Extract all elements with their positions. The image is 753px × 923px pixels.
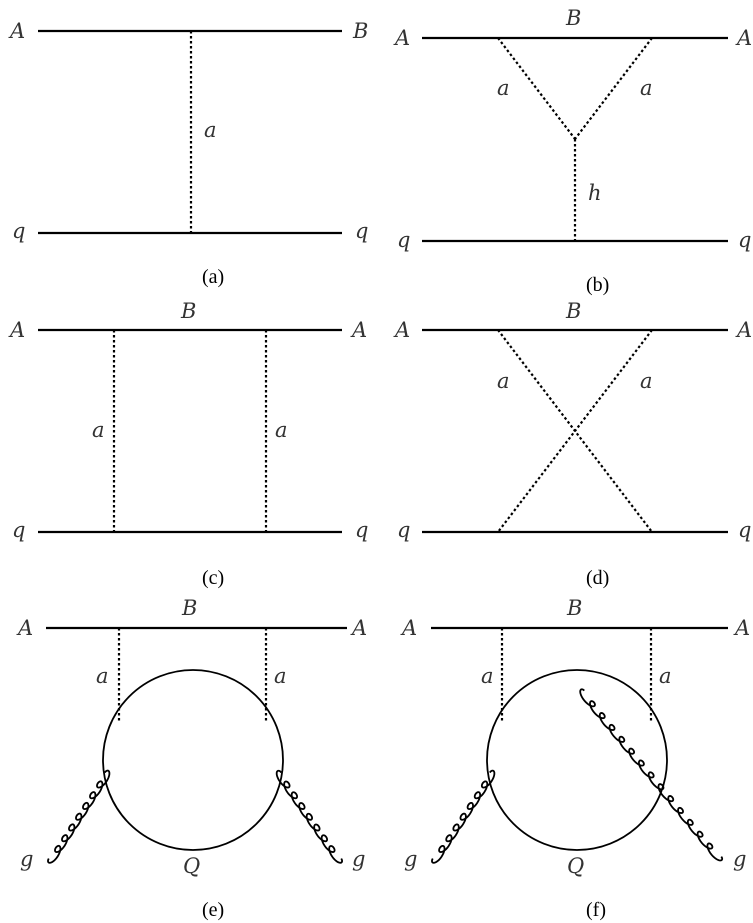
panel-e-gluon-left [47,769,111,864]
panel-f-label-gluon-right: g [733,847,746,871]
panel-c-label-top-left: A [8,318,25,342]
panel-a-label-bottom-left: q [12,219,25,243]
panel-a: A B a q q (a) [8,19,368,288]
panel-f-label-top-mid: B [566,596,582,620]
panel-e-gluon-right [275,769,343,864]
panel-e-quark-loop [102,669,284,851]
panel-d-label-top-left: A [393,318,410,342]
panel-e-label-top-left: A [16,616,33,640]
panel-e-label-gluon-left: g [20,847,33,871]
panel-c-label-bottom-left: q [12,518,25,542]
panel-f-caption: (f) [586,899,606,921]
panel-f-label-top-right: A [733,616,750,640]
panel-f-gluon-left [431,769,496,864]
panel-c-label-right-rung: a [275,418,288,442]
panel-a-label-exchange: a [204,118,217,142]
panel-f-gluon-crossing [579,688,724,862]
panel-f-label-loop: Q [567,854,584,878]
panel-c-caption: (c) [202,567,224,589]
panel-e-caption: (e) [202,899,224,921]
panel-e-label-top-mid: B [181,596,197,620]
panel-b-label-stem: h [588,181,602,205]
panel-d-label-left-arm: a [497,369,510,393]
panel-b-label-top-right: A [735,26,752,50]
panel-b-label-top-mid: B [565,6,581,30]
panel-b-left-arm-a [497,37,576,140]
panel-d-cross-a-2 [497,329,653,533]
panel-d-label-bottom-left: q [397,518,410,542]
panel-c: B A A a a q q (c) [8,299,368,589]
panel-c-label-left-rung: a [92,418,105,442]
panel-e-label-right-rung: a [274,664,287,688]
panel-b-label-top-left: A [393,26,410,50]
panel-e-label-left-rung: a [96,664,109,688]
panel-f-label-top-left: A [400,616,417,640]
panel-d-label-right-arm: a [640,369,653,393]
panel-d: B A A a a q q (d) [393,299,752,589]
panel-a-caption: (a) [202,266,224,288]
panel-b-right-arm-a [574,37,653,140]
panel-b-label-left-arm: a [497,76,510,100]
panel-f-quark-loop [486,669,668,851]
panel-d-label-top-right: A [735,318,752,342]
panel-e: B A A a a Q g g (e) [16,596,367,921]
panel-a-label-top-left: A [8,19,25,43]
panel-a-label-top-right: B [352,19,368,43]
panel-e-label-top-right: A [350,616,367,640]
panel-b-caption: (b) [586,274,609,296]
panel-b-label-bottom-right: q [738,228,751,252]
panel-f-label-right-rung: a [659,664,672,688]
panel-c-label-top-right: A [350,318,367,342]
panel-b-label-bottom-left: q [397,228,410,252]
panel-d-label-bottom-right: q [738,518,751,542]
panel-e-label-gluon-right: g [352,847,365,871]
panel-f-label-gluon-left: g [404,847,417,871]
panel-b-label-right-arm: a [640,76,653,100]
panel-d-label-top-mid: B [565,299,581,323]
panel-f: B A A a a Q g g (f) [400,596,750,921]
panel-b: B A A a a h q q (b) [393,6,752,296]
panel-c-label-top-mid: B [180,299,196,323]
panel-e-label-loop: Q [183,854,200,878]
panel-f-label-left-rung: a [481,664,494,688]
panel-a-label-bottom-right: q [355,219,368,243]
panel-d-caption: (d) [586,567,609,589]
panel-c-label-bottom-right: q [355,518,368,542]
